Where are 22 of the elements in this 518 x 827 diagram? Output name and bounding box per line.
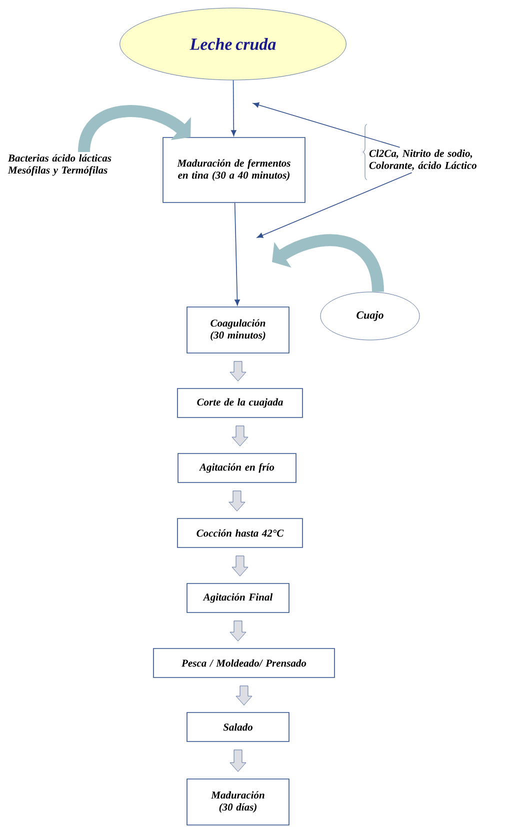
arrow (231, 80, 236, 136)
process-box: Agitación Final (186, 583, 290, 613)
process-box: Cocción hasta 42°C (177, 518, 303, 548)
process-box: Maduración de fermentos en tina (30 a 40 minutos) (162, 137, 306, 203)
process-box: Corte de la cuajada (177, 388, 303, 418)
process-box: Coagulación (30 minutos) (186, 306, 290, 354)
block-arrow (236, 686, 252, 706)
block-arrow (230, 750, 246, 772)
input-text: Cl2Ca, Nitrito de sodio, Colorante, ácido Láctico (369, 150, 476, 170)
arrow (234, 202, 240, 306)
block-arrow (228, 490, 246, 512)
block-arrow (232, 556, 248, 576)
arrow (256, 172, 412, 238)
process-box: Maduración (30 días) (186, 778, 290, 826)
process-box: Pesca / Moldeado/ Prensado (153, 648, 335, 678)
arrow (252, 102, 400, 148)
block-arrow (230, 361, 246, 382)
process-box: Salado (186, 712, 290, 742)
block-arrow (230, 620, 246, 642)
block-arrow (232, 426, 248, 446)
process-box: Agitación en frío (178, 453, 296, 483)
input-text: Bacterias ácido lácticas Mesófilas y Termófilas (8, 154, 112, 176)
